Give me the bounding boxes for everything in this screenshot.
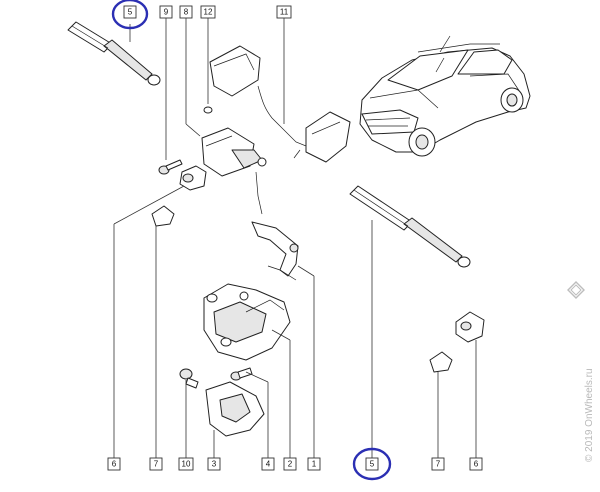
- callout-top-9: 9: [159, 5, 173, 19]
- highlight-circle-bottom: [352, 447, 392, 481]
- callout-label: 10: [182, 460, 191, 469]
- striker-plate: [205, 381, 265, 437]
- callout-bottom-1: 1: [307, 457, 321, 471]
- buffer-6-right: [455, 311, 485, 343]
- callout-label: 1: [312, 460, 317, 469]
- callout-label: 2: [288, 460, 293, 469]
- callout-label: 11: [280, 8, 289, 17]
- callout-bottom-2: 2: [283, 457, 297, 471]
- release-cable-assembly: [209, 45, 351, 163]
- highlight-circle-top: [111, 0, 149, 30]
- callout-bottom-3: 3: [207, 457, 221, 471]
- callout-label: 7: [154, 460, 159, 469]
- callout-bottom-6b: 6: [469, 457, 483, 471]
- lock-actuator: [201, 127, 267, 177]
- screw-top: [158, 159, 183, 175]
- lock-rod: [251, 171, 299, 281]
- callout-top-8: 8: [179, 5, 193, 19]
- callout-label: 12: [204, 8, 213, 17]
- callout-label: 9: [164, 8, 169, 17]
- callout-top-5: 5: [123, 5, 137, 19]
- buffer-6-left: [179, 165, 207, 191]
- callout-bottom-10: 10: [178, 457, 194, 471]
- callout-bottom-6a: 6: [107, 457, 121, 471]
- leader-lines: [113, 16, 477, 458]
- screw-bottom: [230, 367, 253, 381]
- tailgate-lock: [203, 283, 291, 361]
- callout-bottom-4: 4: [261, 457, 275, 471]
- watermark-text: © 2019 OnWheels.ru: [584, 368, 595, 462]
- callout-label: 8: [184, 8, 189, 17]
- renault-logo-icon: [567, 281, 585, 299]
- callout-label: 6: [474, 460, 479, 469]
- callout-label: 7: [436, 460, 441, 469]
- callout-label: 3: [212, 460, 217, 469]
- callout-label: 4: [266, 460, 271, 469]
- callout-top-12: 12: [200, 5, 216, 19]
- buffer-7-right: [429, 351, 453, 373]
- buffer-7-left: [151, 205, 175, 227]
- watermark: © 2019 OnWheels.ru: [567, 281, 595, 462]
- callout-bottom-7b: 7: [431, 457, 445, 471]
- callout-label: 5: [128, 8, 133, 17]
- callout-bottom-5: 5: [365, 457, 379, 471]
- washer: [203, 106, 213, 114]
- bolt: [179, 368, 199, 389]
- car-illustration: [359, 35, 531, 157]
- callout-top-11: 11: [276, 5, 292, 19]
- gas-strut-top: [67, 21, 161, 86]
- callout-label: 5: [370, 460, 375, 469]
- gas-strut-bottom: [349, 185, 471, 268]
- callout-label: 6: [112, 460, 117, 469]
- callout-bottom-7a: 7: [149, 457, 163, 471]
